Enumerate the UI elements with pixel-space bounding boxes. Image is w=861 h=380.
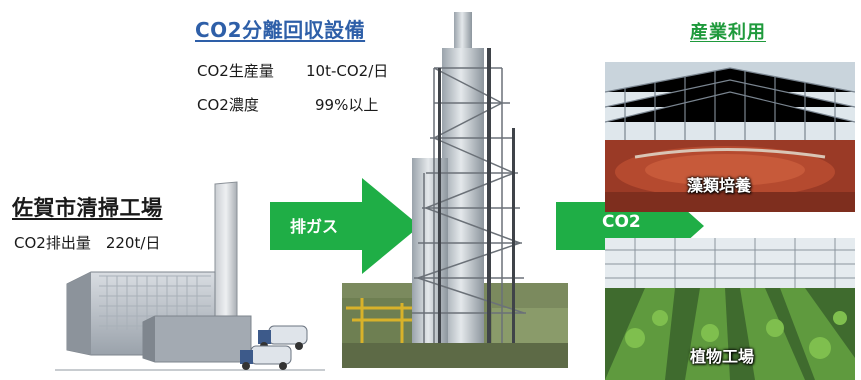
truck-1 (258, 325, 308, 350)
algae-cultivation-photo (605, 62, 855, 212)
pipes (438, 48, 515, 348)
tower-column (442, 48, 484, 348)
truck-2 (240, 345, 292, 370)
co2-production-label: CO2生産量 (197, 62, 274, 80)
annex-building (142, 315, 252, 363)
yellow-pipework (346, 298, 432, 353)
capture-facility-title: CO2分離回収設備 (195, 18, 366, 42)
co2-flow-label: CO2 (602, 212, 641, 232)
algae-caption: 藻類培養 (687, 176, 752, 195)
exhaust-gas-arrow (270, 178, 420, 274)
leaves (625, 310, 847, 359)
plant-title: 佐賀市清掃工場 (12, 196, 163, 220)
industrial-use-title: 産業利用 (690, 22, 766, 43)
co2-production-value: 10t-CO2/日 (306, 62, 389, 80)
plant-factory-caption: 植物工場 (690, 347, 755, 366)
incineration-plant-illustration (55, 181, 325, 371)
building-windows (99, 275, 211, 330)
exhaust-gas-label: 排ガス (290, 217, 339, 236)
tower-top (454, 12, 472, 52)
co2-purity-label: CO2濃度 (197, 96, 259, 114)
greenhouse-frame (605, 238, 855, 293)
plant-factory-photo (605, 238, 855, 380)
side-column (412, 158, 448, 348)
co2-purity-value: 99%以上 (315, 96, 379, 114)
capture-tower-photo (342, 12, 568, 368)
tower-scaffolding (412, 67, 526, 348)
plant-emission-text: CO2排出量 220t/日 (14, 234, 161, 252)
greenhouse-frame (605, 67, 855, 142)
